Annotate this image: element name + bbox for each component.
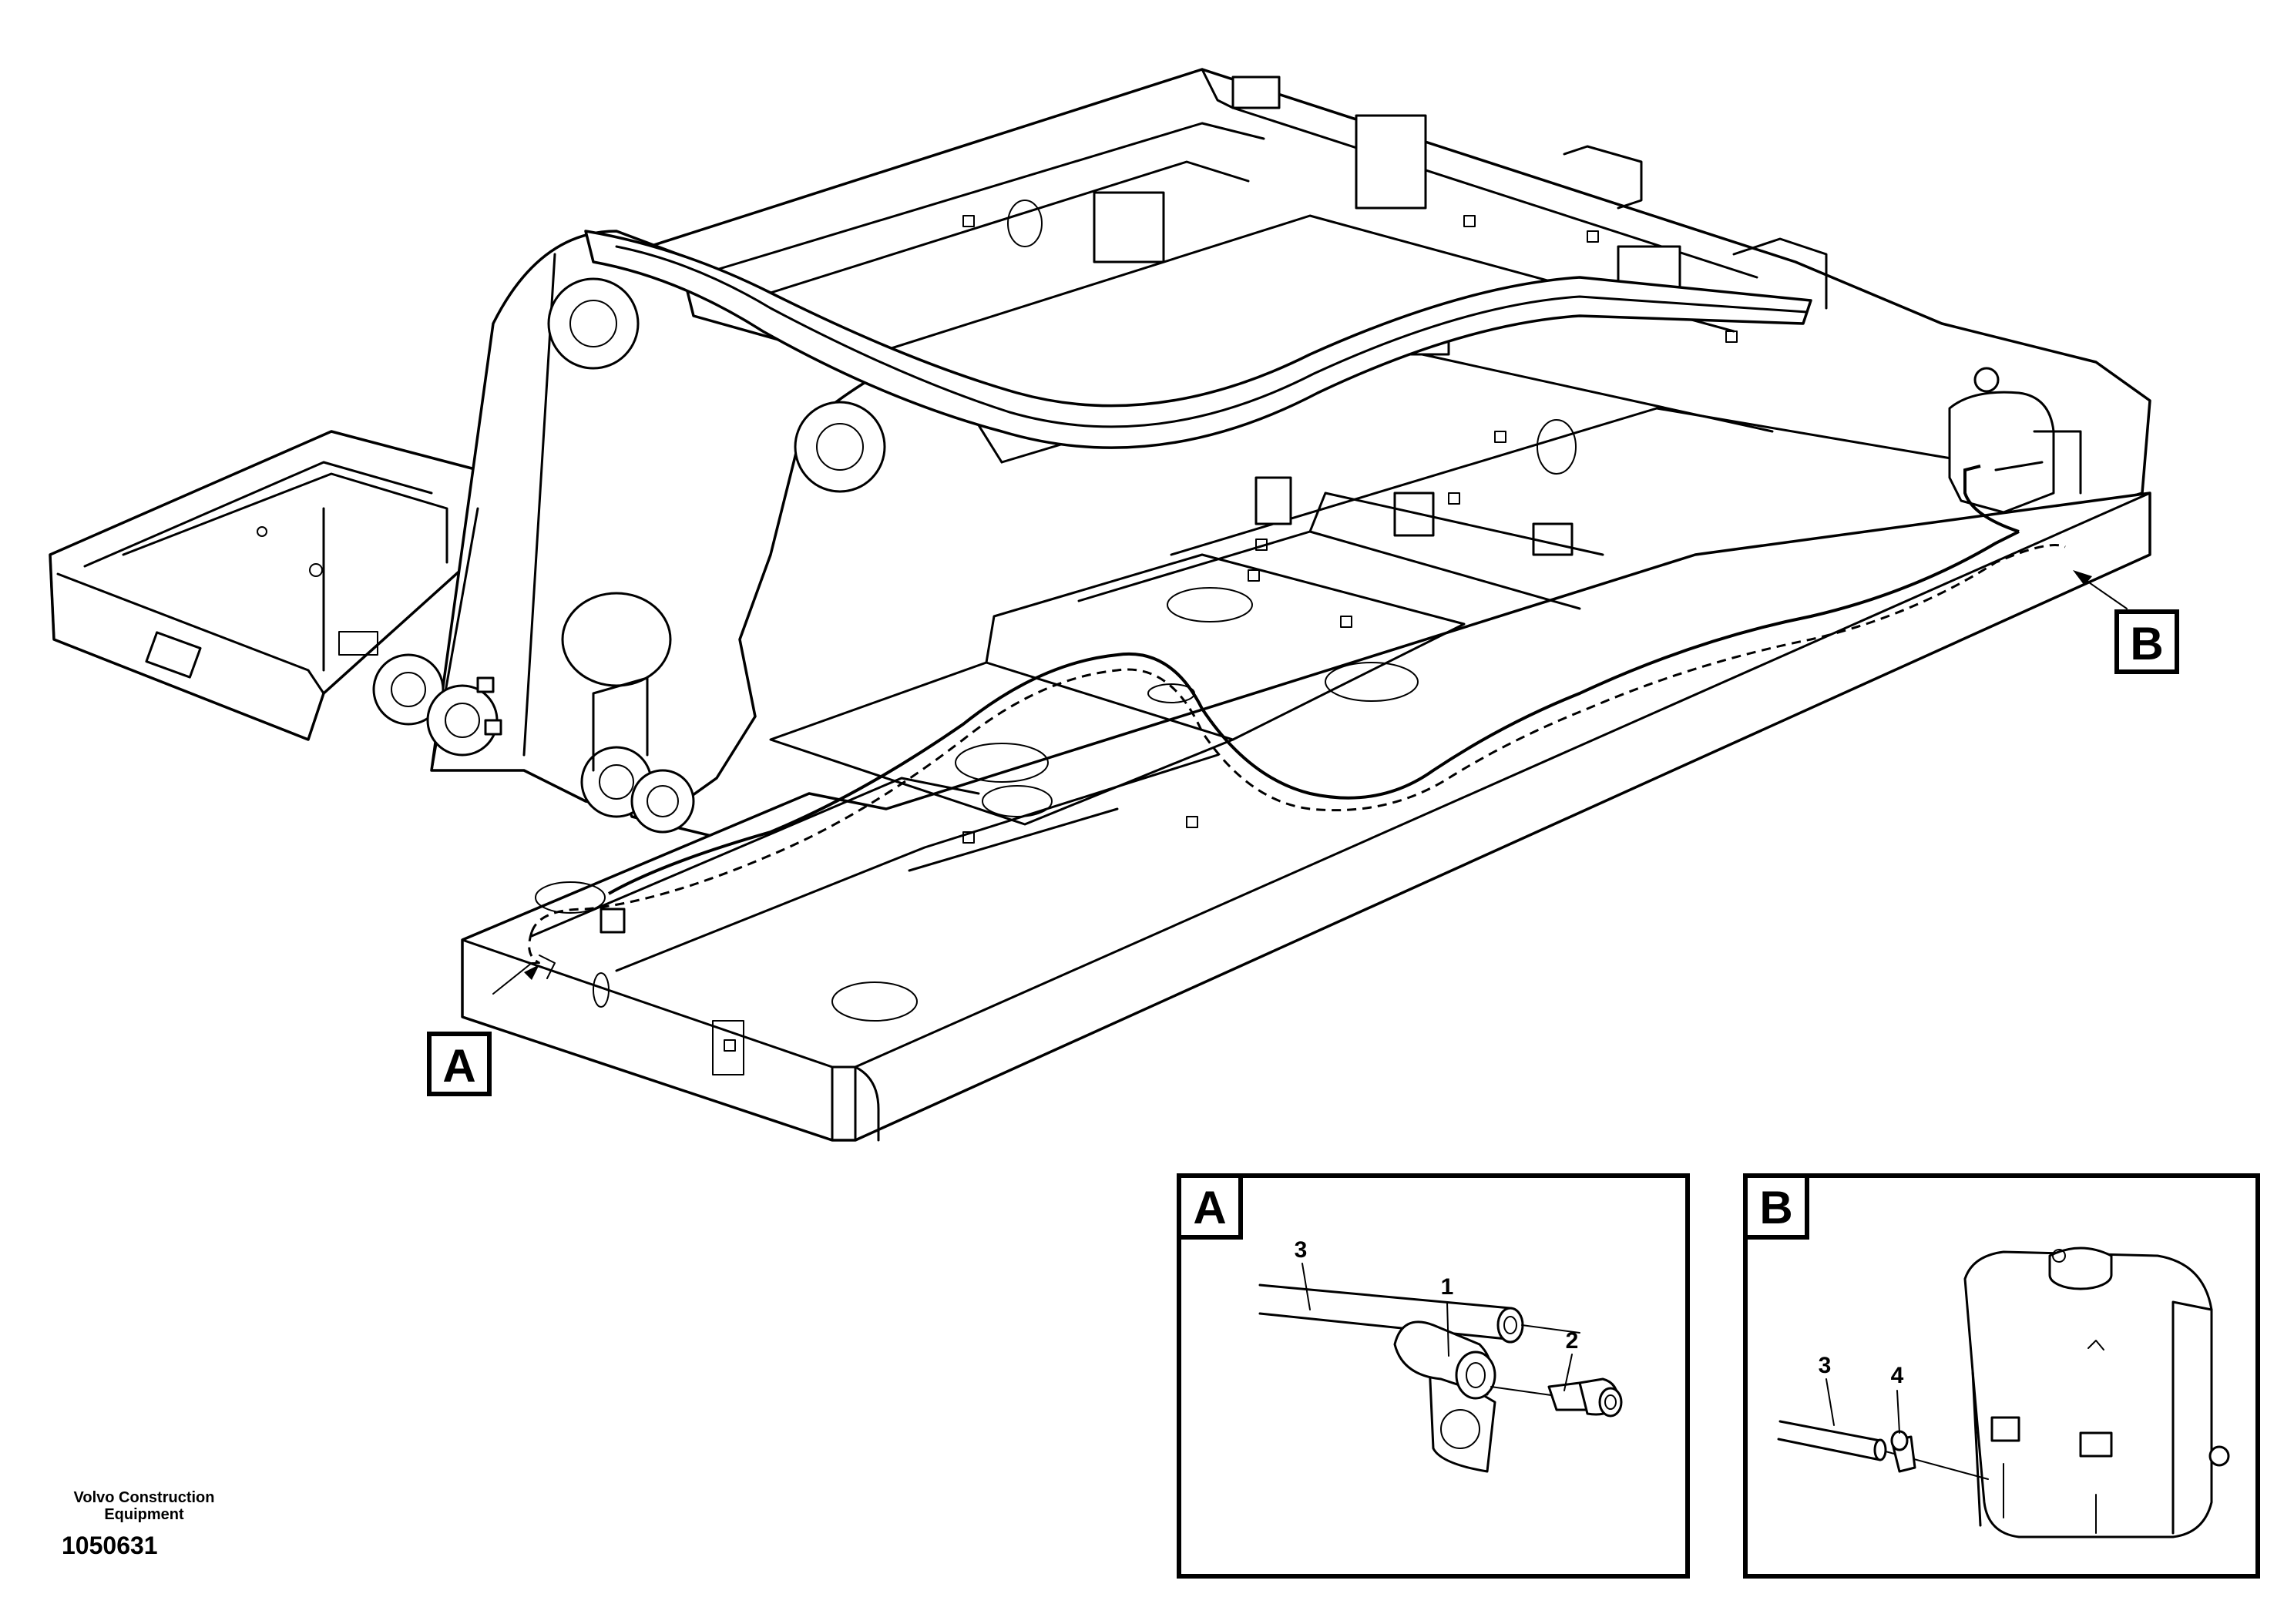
detail-a-label: A (1193, 1182, 1226, 1233)
front-frame-rail (461, 492, 2151, 1142)
detail-a-item-2: 2 (1566, 1328, 1579, 1354)
detail-a-leader-2 (1563, 1354, 1573, 1391)
left-outrigger (49, 430, 479, 741)
washer-hose-route (528, 465, 2066, 979)
detail-b-leader-3 (1825, 1378, 1835, 1426)
detail-b-item-3: 3 (1819, 1353, 1832, 1378)
center-tray (535, 492, 1604, 1022)
detail-a-panel: A 3 1 2 (1177, 1173, 1690, 1579)
detail-b-leader-4 (1896, 1390, 1900, 1434)
washer-tank-main (1948, 367, 2082, 514)
detail-b-washer-tank (1963, 1247, 2230, 1538)
detail-a-nipple (1490, 1377, 1623, 1418)
detail-a-leader-1 (1446, 1301, 1449, 1357)
footer: Volvo Construction Equipment 1050631 (62, 1489, 214, 1559)
detail-b-item-4: 4 (1891, 1363, 1904, 1388)
detail-a-hose (1258, 1283, 1580, 1344)
detail-a-item-1: 1 (1441, 1274, 1454, 1300)
company-name-line2: Equipment (104, 1506, 184, 1523)
detail-a-clamp (1393, 1320, 1496, 1473)
callout-b[interactable]: B (2114, 609, 2179, 674)
callout-b-label: B (2130, 618, 2163, 669)
detail-a-item-3: 3 (1295, 1237, 1308, 1263)
callout-b-arrowhead (2073, 570, 2092, 586)
callout-a-label: A (442, 1040, 475, 1092)
callout-a-leader (492, 962, 540, 995)
detail-a-leader-3 (1302, 1263, 1311, 1310)
callout-a-arrowhead (524, 965, 539, 980)
detail-b-label: B (1759, 1182, 1792, 1233)
boom-mount-tower (372, 230, 888, 834)
detail-b-clip (1890, 1430, 1916, 1473)
upper-frame-drawing (49, 68, 2151, 1142)
figure-number: 1050631 (62, 1532, 158, 1559)
callout-a[interactable]: A (427, 1032, 492, 1096)
company-name-line1: Volvo Construction (74, 1489, 215, 1506)
detail-b-panel: B 3 4 (1743, 1173, 2260, 1579)
boom-arm (584, 230, 1812, 449)
